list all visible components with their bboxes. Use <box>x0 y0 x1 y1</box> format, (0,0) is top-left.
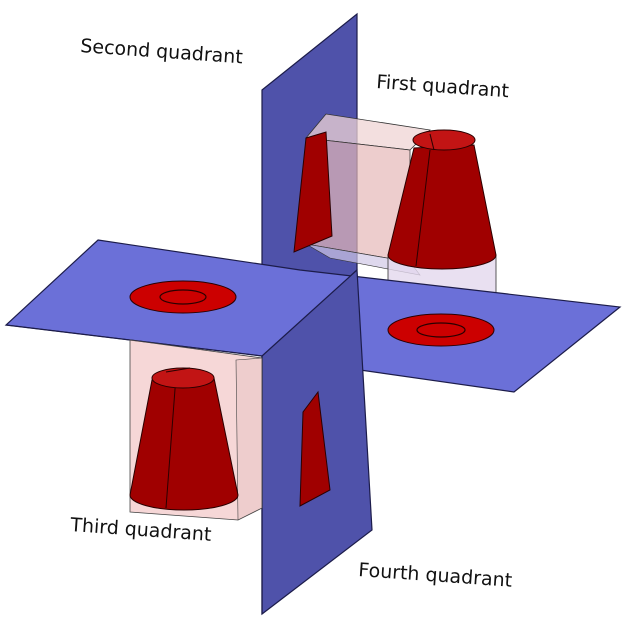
label-third-quadrant: Third quadrant <box>69 514 212 546</box>
third-cone <box>129 367 239 511</box>
third-box-side <box>235 357 263 521</box>
third-cone-top <box>151 367 215 389</box>
first-cone <box>387 129 497 270</box>
third-quadrant-group <box>129 339 263 521</box>
first-horizontal-projection <box>387 313 495 347</box>
label-fourth-quadrant: Fourth quadrant <box>358 559 513 592</box>
third-cone-body <box>129 377 239 511</box>
fourth-vertical-projection <box>299 390 331 507</box>
label-second-quadrant: Second quadrant <box>80 35 244 68</box>
first-vertical-projection <box>293 131 333 253</box>
label-first-quadrant: First quadrant <box>376 71 510 102</box>
second-horizontal-projection <box>129 280 237 314</box>
first-cone-top <box>412 129 476 151</box>
first-cone-body <box>387 144 497 270</box>
